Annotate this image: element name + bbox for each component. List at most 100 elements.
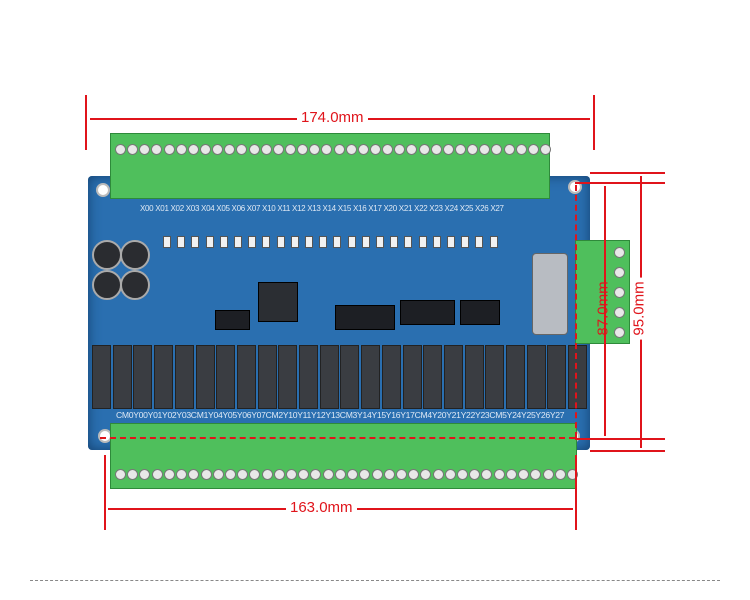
- terminal-screw: [503, 144, 515, 155]
- terminal-screw: [237, 469, 249, 480]
- dimension-tick: [590, 450, 665, 452]
- terminal-screw: [200, 144, 211, 155]
- capacitor: [120, 240, 150, 270]
- relay: [278, 345, 298, 409]
- terminal-screw: [530, 469, 542, 480]
- relay: [133, 345, 153, 409]
- terminal-screw: [249, 469, 261, 480]
- dimension-tick: [575, 455, 577, 530]
- optocoupler: [347, 236, 356, 248]
- mounting-hole: [96, 183, 110, 197]
- terminal-screw: [248, 144, 260, 155]
- optocoupler: [205, 236, 214, 248]
- terminal-screw: [115, 144, 126, 155]
- relay: [423, 345, 443, 409]
- terminal-screw: [187, 144, 199, 155]
- optocoupler: [319, 236, 328, 248]
- terminal-screw: [273, 469, 285, 480]
- optocoupler: [475, 236, 484, 248]
- relay: [257, 345, 277, 409]
- relay: [195, 345, 215, 409]
- terminal-screw: [395, 469, 407, 480]
- dimension-label-top: 174.0mm: [297, 109, 368, 126]
- terminal-screw: [491, 144, 503, 155]
- terminal-screw: [567, 469, 578, 480]
- terminal-screw: [394, 144, 406, 155]
- terminal-screw: [444, 469, 456, 480]
- dashed-reference-line: [100, 437, 575, 439]
- terminal-screw: [357, 144, 369, 155]
- optocoupler: [361, 236, 370, 248]
- dimension-tick: [85, 95, 87, 150]
- optocoupler: [290, 236, 299, 248]
- capacitor: [92, 270, 122, 300]
- relay: [402, 345, 422, 409]
- optocoupler: [418, 236, 427, 248]
- terminal-screw: [371, 469, 383, 480]
- relay: [236, 345, 256, 409]
- relay: [361, 345, 381, 409]
- optocoupler: [376, 236, 384, 248]
- optocoupler: [333, 236, 342, 248]
- terminal-screw: [176, 469, 188, 480]
- terminal-screw: [527, 144, 539, 155]
- optocoupler: [191, 236, 200, 248]
- relay: [299, 345, 318, 409]
- optocoupler: [276, 236, 285, 248]
- dimension-label-bottom: 163.0mm: [286, 499, 357, 516]
- terminal-screw: [334, 469, 346, 480]
- ic-chip: [400, 300, 455, 325]
- optocoupler: [489, 236, 498, 248]
- relay: [381, 345, 401, 409]
- terminal-screw: [518, 469, 530, 480]
- terminal-screw: [212, 469, 224, 480]
- relay: [340, 345, 360, 409]
- terminal-screw: [309, 144, 321, 155]
- terminal-screw: [163, 144, 175, 155]
- terminal-screw: [540, 144, 551, 155]
- relay: [526, 345, 546, 409]
- terminal-screw: [260, 144, 272, 155]
- terminal-screw: [139, 469, 151, 480]
- relay: [174, 345, 194, 409]
- dimension-tick: [590, 172, 665, 174]
- optocoupler: [390, 236, 399, 248]
- mcu-chip: [258, 282, 298, 322]
- dimension-label-outer: 95.0mm: [630, 277, 648, 340]
- terminal-screw: [469, 469, 481, 480]
- optocoupler: [404, 236, 413, 248]
- dimension-tick: [575, 438, 665, 440]
- optocoupler: [447, 236, 455, 248]
- terminal-screw: [297, 144, 309, 155]
- optocoupler: [177, 236, 186, 248]
- relay: [568, 345, 588, 409]
- terminal-screw: [175, 144, 187, 155]
- terminal-screw: [430, 144, 442, 155]
- terminal-screw: [236, 144, 248, 155]
- output-terminal-block: [110, 423, 578, 489]
- terminal-screw: [151, 469, 163, 480]
- dimension-tick: [593, 95, 595, 150]
- terminal-screw: [614, 327, 625, 338]
- terminal-screw: [614, 307, 625, 318]
- optocoupler: [248, 236, 257, 248]
- optocoupler: [461, 236, 470, 248]
- terminal-screw: [542, 469, 554, 480]
- terminal-screw: [347, 469, 359, 480]
- optocoupler: [234, 236, 242, 248]
- terminal-screw: [481, 469, 493, 480]
- dimension-tick: [104, 455, 106, 530]
- relay: [216, 345, 236, 409]
- terminal-screw: [310, 469, 322, 480]
- relay: [319, 345, 339, 409]
- terminal-screw: [127, 469, 139, 480]
- terminal-screw: [614, 287, 625, 298]
- terminal-screw: [188, 469, 200, 480]
- dimension-label-inner: 87.0mm: [594, 281, 612, 336]
- ic-chip: [335, 305, 395, 330]
- terminal-screw: [224, 144, 236, 155]
- terminal-screw: [200, 469, 212, 480]
- terminal-screw: [432, 469, 444, 480]
- terminal-screw: [493, 469, 505, 480]
